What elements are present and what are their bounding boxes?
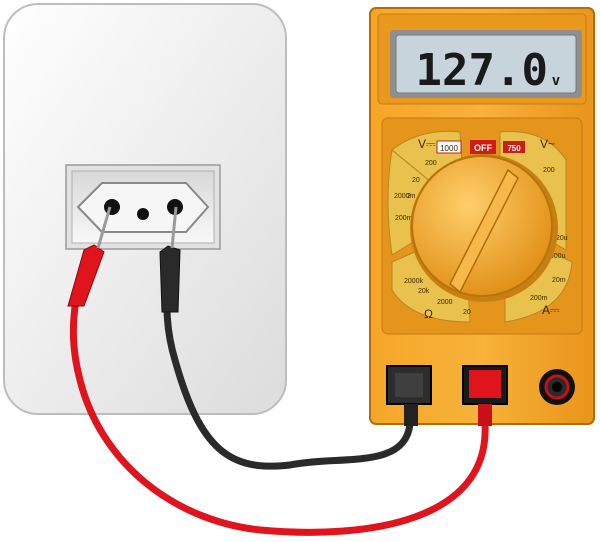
off-badge: [470, 140, 496, 154]
range-label: 20k: [418, 288, 430, 295]
range-label: 20: [412, 177, 420, 184]
vdc-range-labels: 200 20 2 2000m 200m: [394, 160, 437, 222]
ohm-symbol: Ω: [424, 307, 433, 321]
vdc-max-badge: [436, 140, 462, 154]
display-reading: 127.0: [416, 45, 548, 96]
range-label: 2: [407, 193, 411, 200]
red-probe[interactable]: [67, 206, 492, 536]
amp-range-labels: 20m 200m: [530, 277, 566, 302]
com-jack-inner: [395, 373, 423, 397]
range-label: 2000u: [546, 253, 566, 260]
display-unit: v: [552, 73, 560, 89]
red-probe-handle: [67, 244, 105, 307]
range-label: 200m: [395, 215, 413, 222]
lcd-screen: [395, 34, 577, 94]
socket-hole-left: [104, 199, 120, 215]
red-cable: [69, 296, 489, 536]
vac-max-label: 750: [507, 144, 521, 153]
range-label: 200: [543, 167, 555, 174]
range-label: 20m: [552, 277, 566, 284]
vac-max-badge: [503, 141, 525, 153]
dial-knob[interactable]: [410, 154, 558, 302]
knob-pointer: [449, 168, 519, 294]
range-label: 2000: [437, 299, 453, 306]
amp-symbol: A⎓: [542, 303, 560, 317]
range-label: 2000k: [404, 278, 424, 285]
red-plug-neck: [478, 404, 492, 426]
range-label: 20: [463, 309, 471, 316]
vdc-symbol: V⎓: [418, 137, 436, 151]
socket-hole-ground: [137, 208, 149, 220]
multimeter: 127.0 v V⎓ 1000 OFF 750 V~ 200 20 2 2000…: [369, 7, 595, 425]
vac-symbol: V~: [540, 137, 555, 151]
vdc-max-label: 1000: [440, 144, 458, 153]
v-jack-plug: [469, 370, 501, 398]
black-plug-neck: [404, 404, 418, 426]
vac-range-labels: 200 20u 2000u: [543, 167, 568, 260]
range-label: 200m: [530, 295, 548, 302]
range-label: 200: [425, 160, 437, 167]
red-probe-tip: [96, 206, 112, 249]
black-probe-tip: [170, 206, 178, 249]
wall-plate: [3, 3, 287, 415]
black-cable: [163, 276, 414, 470]
black-probe-handle: [159, 245, 181, 313]
range-label: 2000m: [394, 193, 416, 200]
off-label: OFF: [474, 143, 492, 153]
socket-face: [76, 182, 210, 233]
range-label: 20u: [556, 235, 568, 242]
black-probe[interactable]: [159, 206, 418, 470]
a-jack-hole: [552, 382, 562, 392]
